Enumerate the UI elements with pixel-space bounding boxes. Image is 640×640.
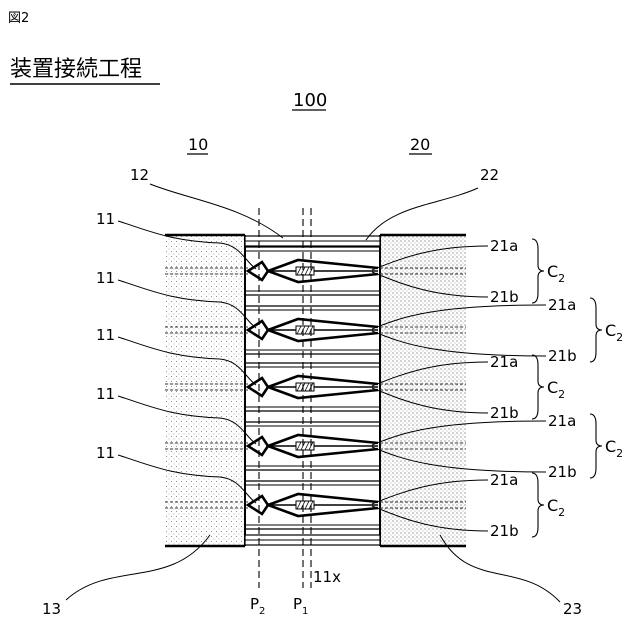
left-cover-ref: 12 <box>130 166 149 184</box>
right-base-ref: 23 <box>563 600 582 618</box>
pair-brace <box>532 473 544 537</box>
pair-brace <box>532 239 544 303</box>
right-device-ref: 20 <box>410 135 430 154</box>
assembly-ref: 100 <box>293 90 327 111</box>
pad-a-ref: 21a <box>490 237 518 255</box>
pair-ref: C2 <box>547 262 565 285</box>
lead-lower-arm <box>268 505 378 516</box>
line-p2-label: P2 <box>250 595 265 617</box>
lead-upper-arm <box>268 376 378 387</box>
right-cover-ref: 22 <box>480 166 499 184</box>
lead-lower-arm <box>268 271 378 282</box>
pad-b-ref: 21b <box>548 347 577 365</box>
lead-upper-arm <box>268 319 378 330</box>
right-cover-leader <box>366 188 478 240</box>
line-p1-label: P1 <box>293 595 308 617</box>
left-device-ref: 10 <box>188 135 208 154</box>
pair-ref: C2 <box>547 378 565 401</box>
lead-lower-arm <box>268 446 378 457</box>
lead-upper-arm <box>268 435 378 446</box>
lead-lower-arm <box>268 330 378 341</box>
lead-upper-arm <box>268 260 378 271</box>
pair-brace <box>590 414 602 478</box>
pad-b-ref: 21b <box>490 522 519 540</box>
lead-ref: 11 <box>96 385 115 403</box>
pair-ref: C2 <box>547 496 565 519</box>
left-base-ref: 13 <box>42 600 61 618</box>
pad-a-ref: 21a <box>490 353 518 371</box>
left-cover-leader <box>150 184 283 238</box>
lead-x-label: 11x <box>313 568 341 586</box>
pad-b-ref: 21b <box>548 463 577 481</box>
pad-a-ref: 21a <box>490 471 518 489</box>
pad-b-ref: 21b <box>490 404 519 422</box>
lead-ref: 11 <box>96 444 115 462</box>
figure-label: 図2 <box>8 11 29 26</box>
figure-title: 装置接続工程 <box>10 57 142 82</box>
lead-ref: 11 <box>96 326 115 344</box>
pair-ref: C2 <box>605 321 623 344</box>
lead-upper-arm <box>268 494 378 505</box>
pad-a-ref: 21a <box>548 412 576 430</box>
pair-brace <box>590 298 602 362</box>
pad-b-ref: 21b <box>490 288 519 306</box>
pair-brace <box>532 355 544 419</box>
pad-a-ref: 21a <box>548 296 576 314</box>
lead-ref: 11 <box>96 210 115 228</box>
lead-ref: 11 <box>96 269 115 287</box>
pair-ref: C2 <box>605 437 623 460</box>
lead-lower-arm <box>268 387 378 398</box>
